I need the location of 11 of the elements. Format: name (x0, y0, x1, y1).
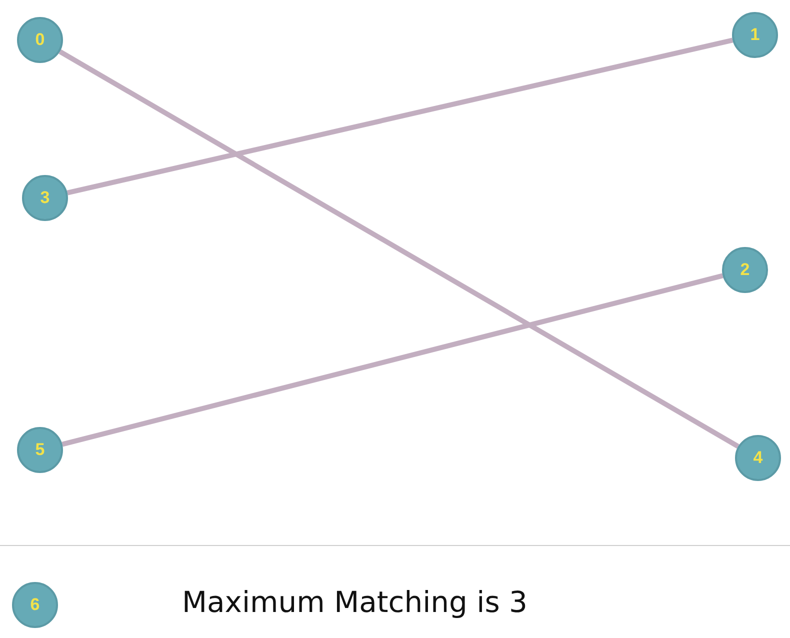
node-circle: 3 (22, 175, 68, 221)
edge-line (66, 38, 734, 196)
node-circle: 0 (17, 17, 63, 63)
node-circle: 5 (17, 427, 63, 473)
node-circle: 2 (722, 247, 768, 293)
result-text: Maximum Matching is 3 (182, 585, 528, 619)
edge-line (58, 49, 740, 449)
node-circle: 6 (12, 582, 58, 628)
edge-line (62, 273, 724, 447)
node-circle: 4 (735, 435, 781, 481)
node-circle: 1 (732, 12, 778, 58)
